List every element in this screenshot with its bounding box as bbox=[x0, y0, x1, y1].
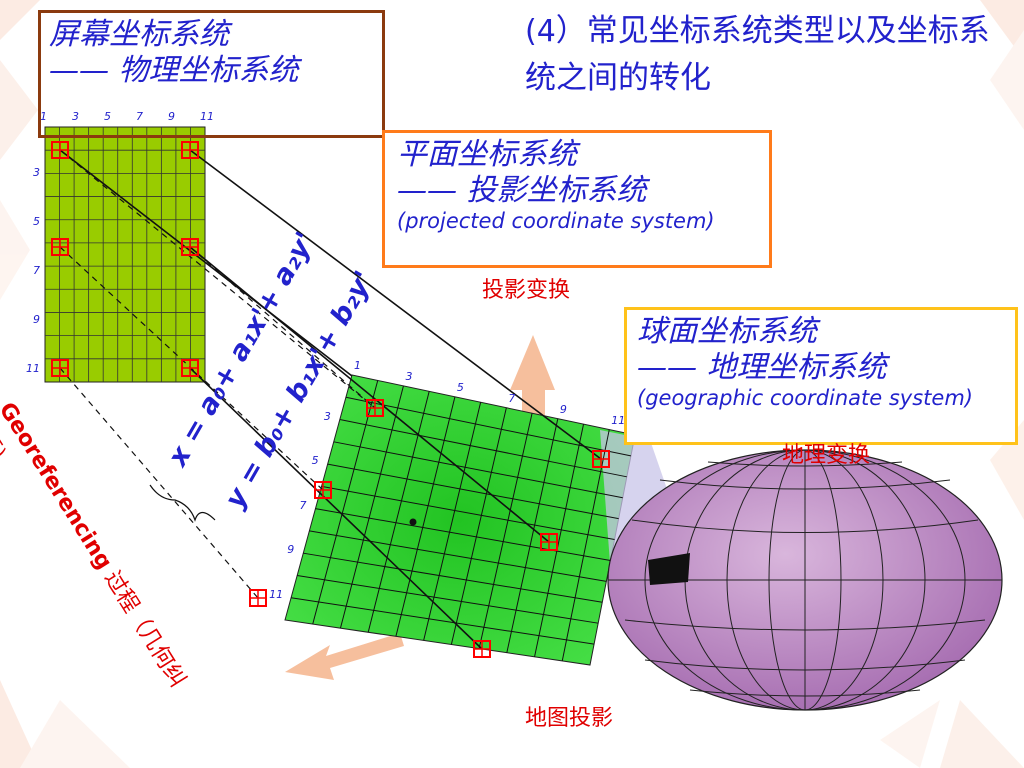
plane-grid-line bbox=[309, 530, 607, 582]
plane-center-dot bbox=[409, 518, 417, 526]
plane-grid-line bbox=[297, 574, 599, 624]
solid-correspondence-lines bbox=[59, 149, 602, 650]
control-point-marker bbox=[592, 450, 610, 468]
screen-top-tick: 9 bbox=[168, 110, 175, 123]
plane-top-tick: 11 bbox=[611, 413, 626, 427]
plane-grid-line bbox=[303, 552, 603, 603]
screen-grid-background bbox=[44, 126, 206, 383]
control-point-marker bbox=[314, 481, 332, 499]
control-point-marker bbox=[249, 589, 267, 607]
control-point-marker bbox=[51, 141, 69, 159]
plane-grid-line bbox=[367, 391, 430, 633]
slide-title: (4）常见坐标系统类型以及坐标系统之间的转化 bbox=[525, 8, 1020, 101]
plane-box-english: (projected coordinate system) bbox=[397, 209, 715, 233]
plane-grid-line bbox=[506, 418, 559, 653]
screen-top-tick: 11 bbox=[200, 110, 214, 123]
control-point-markers bbox=[51, 141, 610, 658]
plane-grid-line bbox=[534, 423, 585, 657]
control-point-marker bbox=[540, 533, 558, 551]
plane-grid-line bbox=[423, 402, 482, 641]
globe bbox=[607, 449, 1003, 711]
plane-grid-line bbox=[291, 597, 595, 645]
control-point-marker bbox=[181, 238, 199, 256]
screen-box-subtitle: —— 物理坐标系统 bbox=[49, 53, 299, 88]
screen-left-tick: 3 bbox=[33, 166, 40, 179]
plane-top-tick: 1 bbox=[354, 359, 361, 372]
plane-grid bbox=[291, 380, 632, 662]
plane-coordinate-box: 平面坐标系统 —— 投影坐标系统 (projected coordinate s… bbox=[382, 130, 772, 268]
plane-grid-line bbox=[561, 429, 610, 662]
screen-box-title: 屏幕坐标系统 bbox=[49, 17, 229, 52]
plane-left-tick: 9 bbox=[287, 543, 295, 557]
screen-left-tick: 11 bbox=[26, 362, 40, 375]
screen-left-tick: 9 bbox=[33, 313, 40, 326]
projection-transform-label: 投影变换 bbox=[482, 278, 571, 303]
plane-grid-line bbox=[312, 380, 379, 625]
plane-left-tick: 5 bbox=[311, 454, 319, 468]
screen-grid bbox=[44, 126, 206, 383]
sphere-coordinate-box: 球面坐标系统 —— 地理坐标系统 (geographic coordinate … bbox=[624, 307, 1018, 445]
plane-top-tick: 5 bbox=[456, 380, 464, 394]
plane-grid-line bbox=[321, 485, 615, 541]
plane-left-tick: 7 bbox=[299, 498, 307, 512]
control-point-marker bbox=[181, 359, 199, 377]
control-point-marker bbox=[51, 238, 69, 256]
title-paren: ） bbox=[555, 13, 587, 49]
plane-grid-line bbox=[450, 407, 507, 645]
sphere-box-title: 球面坐标系统 bbox=[637, 314, 817, 349]
control-point-marker bbox=[51, 359, 69, 377]
projected-plane bbox=[284, 374, 636, 666]
geographic-transform-label: 地理变换 bbox=[782, 443, 871, 468]
control-point-marker bbox=[181, 141, 199, 159]
plane-grid-line bbox=[395, 396, 456, 637]
screen-top-tick: 1 bbox=[40, 110, 47, 123]
plane-box-subtitle: —— 投影坐标系统 bbox=[397, 173, 647, 208]
map-projection-label: 地图投影 bbox=[525, 706, 614, 731]
screen-coordinate-box: 屏幕坐标系统 —— 物理坐标系统 bbox=[38, 10, 385, 138]
title-text: 常见坐标系统类型以及坐标系统之间的转化 bbox=[525, 13, 990, 96]
plane-grid-line bbox=[315, 508, 611, 561]
screen-top-tick: 5 bbox=[104, 110, 111, 123]
control-point-marker bbox=[366, 399, 384, 417]
screen-top-tick: 7 bbox=[136, 110, 143, 123]
plane-grid-line bbox=[339, 385, 404, 629]
plane-top-tick: 3 bbox=[405, 369, 413, 383]
plane-grid-line bbox=[327, 463, 619, 520]
sphere-box-subtitle: —— 地理坐标系统 bbox=[637, 350, 887, 385]
screen-left-tick: 5 bbox=[33, 215, 40, 228]
plane-top-tick: 9 bbox=[559, 402, 567, 416]
screen-left-tick: 7 bbox=[33, 264, 40, 277]
sphere-box-english: (geographic coordinate system) bbox=[637, 386, 973, 410]
plane-grid-line bbox=[339, 419, 627, 478]
plane-left-tick: 3 bbox=[323, 409, 331, 423]
plane-grid-line bbox=[333, 441, 623, 499]
control-point-marker bbox=[473, 640, 491, 658]
plane-left-tick: 11 bbox=[269, 587, 284, 601]
plane-box-title: 平面坐标系统 bbox=[397, 137, 577, 172]
plane-grid-line bbox=[478, 413, 533, 649]
screen-top-tick: 3 bbox=[72, 110, 79, 123]
title-number: (4 bbox=[525, 14, 556, 49]
plane-top-tick: 7 bbox=[508, 391, 516, 405]
brace-symbol bbox=[149, 484, 216, 522]
